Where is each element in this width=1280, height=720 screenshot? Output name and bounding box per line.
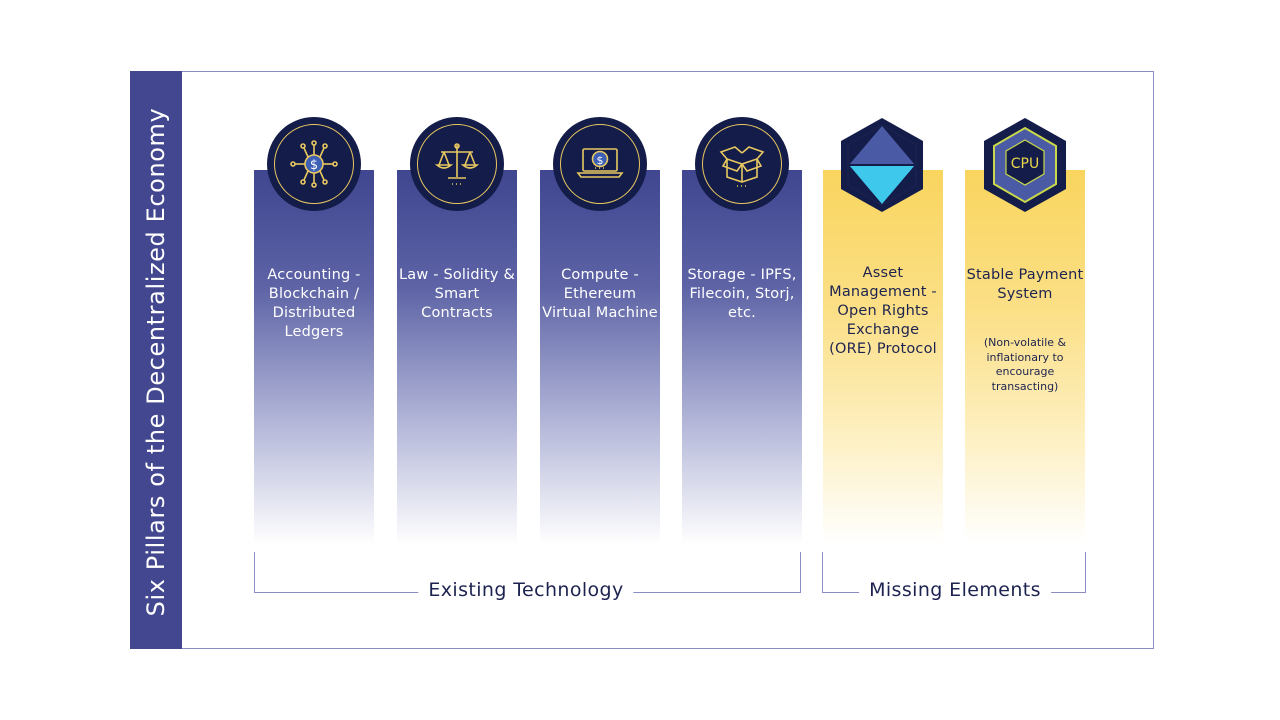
pillar-asset-management: Asset Management - Open Rights Exchange … — [823, 170, 943, 560]
laptop-dollar-icon: $ — [553, 117, 647, 211]
pillar-law: Law - Solidity & Smart Contracts — [397, 170, 517, 560]
svg-text:$: $ — [310, 158, 318, 173]
pillar-label: Accounting - Blockchain / Distributed Le… — [267, 267, 361, 340]
cpu-label: CPU — [1011, 156, 1039, 172]
pillar-stable-payment: Stable Payment System (Non-volatile & in… — [965, 170, 1085, 560]
missing-elements-label: Missing Elements — [859, 579, 1051, 601]
pillar-label: Stable Payment System — [966, 267, 1084, 302]
ore-hexagon-icon — [839, 116, 925, 214]
pillar-storage: Storage - IPFS, Filecoin, Storj, etc. — [682, 170, 802, 560]
scales-icon — [410, 117, 504, 211]
pillar-note: (Non-volatile & inflationary to encourag… — [983, 336, 1067, 393]
pillar-label: Compute - Ethereum Virtual Machine — [542, 267, 658, 321]
circuit-dollar-icon: $ — [267, 117, 361, 211]
pillar-label: Storage - IPFS, Filecoin, Storj, etc. — [687, 267, 797, 321]
existing-technology-label: Existing Technology — [418, 579, 634, 601]
svg-text:$: $ — [597, 154, 604, 167]
cpu-hexagon-icon: CPU — [982, 116, 1068, 214]
pillar-compute: Compute - Ethereum Virtual Machine — [540, 170, 660, 560]
open-box-icon — [695, 117, 789, 211]
pillar-label: Asset Management - Open Rights Exchange … — [829, 265, 937, 357]
title-band — [130, 71, 182, 649]
pillar-label: Law - Solidity & Smart Contracts — [398, 267, 516, 321]
pillar-accounting: Accounting - Blockchain / Distributed Le… — [254, 170, 374, 560]
page-title: Six Pillars of the Decentralized Economy — [142, 107, 170, 617]
